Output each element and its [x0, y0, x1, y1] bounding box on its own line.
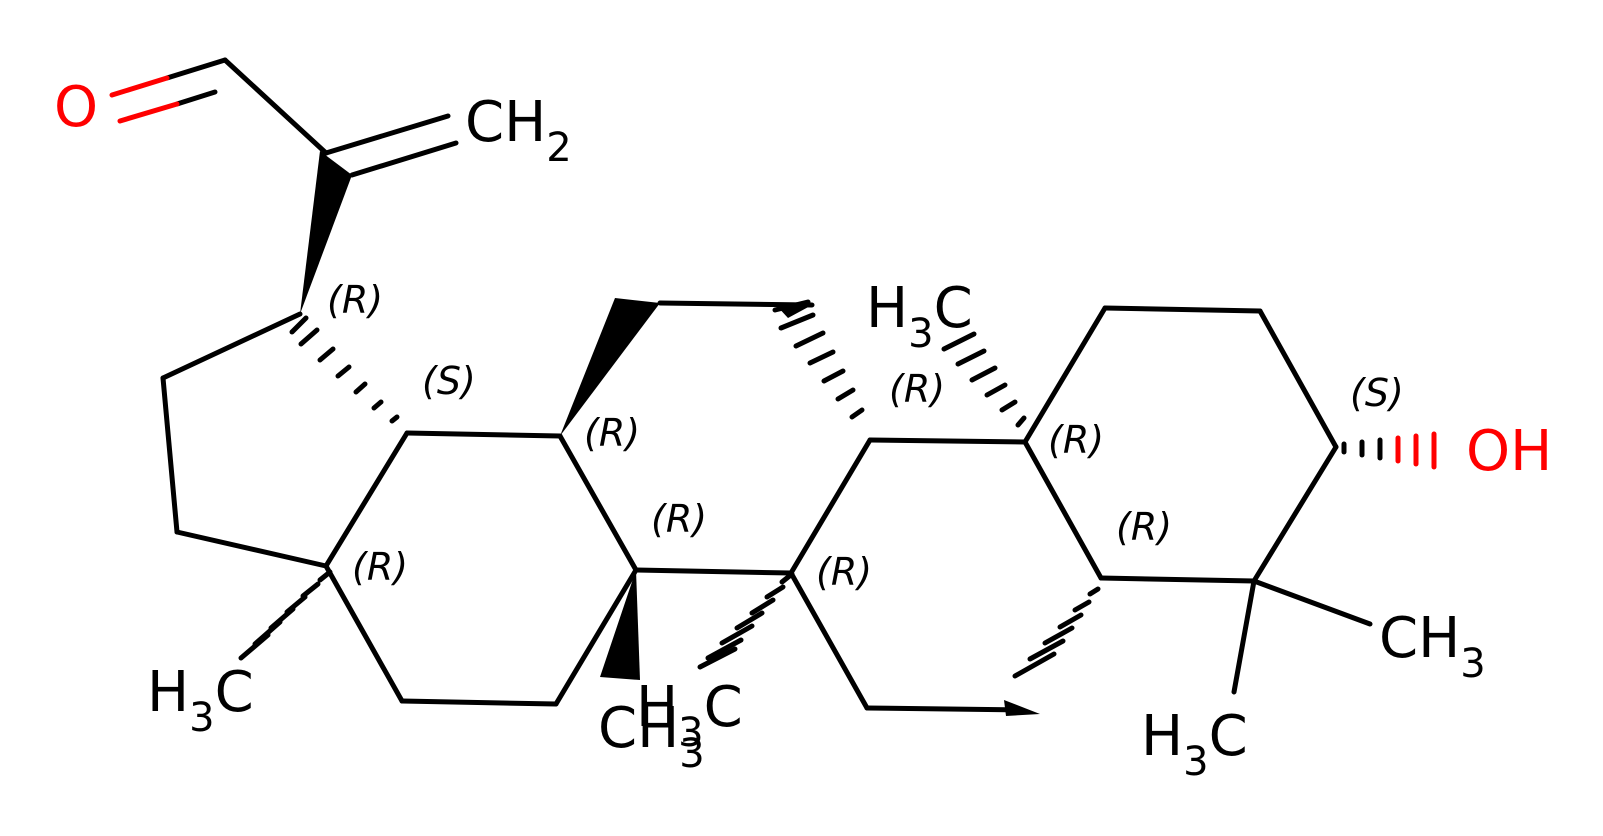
stereo-label: (R) [1048, 418, 1104, 462]
bond-ring-e1 [160, 311, 303, 381]
atom-methyl-right: CH3 [1379, 606, 1486, 687]
bond-double-1 [323, 113, 451, 156]
stereo-label: (R) [352, 545, 408, 589]
bond-methyl-bottom-right [1231, 578, 1257, 695]
bond-double-2 [349, 140, 459, 178]
bond-ring-a2 [1102, 305, 1263, 314]
stereo-labels: (R) (S) (R) (R) (R) (R) (R) (R) (R) (S) [327, 278, 1404, 594]
atom-methyl-mid-a: CH3 [598, 696, 705, 777]
stereo-label: (R) [651, 497, 707, 541]
hashed-bonds [238, 299, 1437, 679]
bond-ring-b3 [1022, 439, 1104, 581]
stereo-label: (R) [1116, 505, 1172, 549]
atom-methyl-bottom-right: H3C [1141, 704, 1248, 785]
bond-ring-a4 [1251, 444, 1339, 584]
stereo-label: (R) [327, 278, 383, 322]
bond-ring-d4 [553, 567, 639, 707]
wedge-ring-b-tip [1004, 700, 1040, 716]
bond-ring-c3 [788, 437, 873, 576]
stereo-label: (R) [816, 550, 872, 594]
bond-ring-b4 [1098, 575, 1257, 584]
atom-hydroxyl: OH [1466, 419, 1552, 484]
bond-ring-b2 [864, 705, 1025, 713]
stereo-label: (S) [1350, 371, 1404, 415]
bond-ring-d1 [323, 430, 410, 569]
atom-methylene: CH2 [465, 90, 572, 171]
bond-ring-c2 [633, 567, 794, 576]
wedge-ring-c-tip [776, 305, 812, 318]
stereo-label: (S) [422, 359, 476, 403]
bond-ring-d6 [323, 563, 405, 704]
atom-oxygen: O [54, 75, 98, 140]
bond-ring-e2 [160, 375, 180, 535]
atom-methyl-mid-b: H3C [636, 675, 743, 756]
bond-ring-d2 [404, 430, 563, 439]
bonds [160, 57, 1373, 713]
atom-methyl-top: H3C [866, 276, 973, 357]
bond-ring-d5 [399, 698, 559, 707]
stereo-label: (R) [889, 367, 945, 411]
wedge-isopropenyl [300, 151, 352, 314]
bond-ring-e3 [174, 529, 329, 569]
bond-ring-d3 [557, 433, 639, 573]
bond-aldehyde-c-c [222, 57, 329, 156]
stereo-label: (R) [584, 411, 640, 455]
bond-methyl-right [1251, 578, 1373, 627]
wedge-methyl-mid [600, 570, 640, 680]
carbonyl-bond [109, 57, 228, 124]
wedge-bonds [300, 151, 660, 680]
bond-ring-a3 [1257, 308, 1339, 450]
atom-methyl-left: H3C [147, 660, 254, 741]
bond-ring-a1 [1022, 305, 1108, 445]
bond-ring-c4 [867, 437, 1028, 445]
wedge-ring-c [560, 298, 660, 436]
bond-ring-b1 [788, 570, 870, 711]
